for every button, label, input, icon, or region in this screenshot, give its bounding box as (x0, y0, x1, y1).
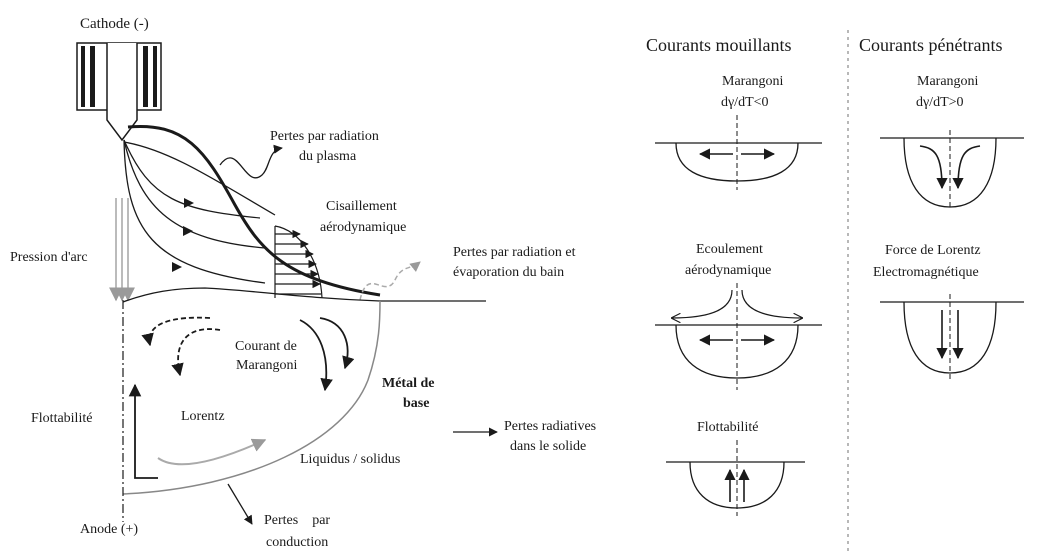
marangoni-pos-label-2: dγ/dT>0 (916, 95, 964, 110)
arc-pressure-label: Pression d'arc (10, 250, 88, 265)
lorentz-force-diagram: Force de Lorentz Electromagnétique (873, 243, 1024, 380)
base-metal-label-1: Métal de (382, 376, 434, 391)
marangoni-label-1: Courant de (235, 339, 297, 354)
lorentz-arrow (157, 438, 267, 466)
lorentz-label: Lorentz (181, 409, 225, 424)
lorentz-force-label-1: Force de Lorentz (885, 243, 981, 258)
anode-label: Anode (+) (80, 522, 138, 537)
marangoni-neg-label-2: dγ/dT<0 (721, 95, 769, 110)
shear-label-1: Cisaillement (326, 199, 397, 214)
aero-flow-diagram: Ecoulement aérodynamique (655, 242, 822, 390)
radiation-bath-label-2: évaporation du bain (453, 265, 564, 280)
left-diagram: Cathode (-) (10, 16, 596, 550)
conduction-label-1: Pertes par (264, 513, 330, 528)
radiation-plasma-arrow (219, 144, 283, 179)
aero-flow-label-1: Ecoulement (696, 242, 763, 257)
cathode-label: Cathode (-) (80, 16, 149, 32)
radiation-bath-label-1: Pertes par radiation et (453, 245, 576, 260)
cathode-electrode-icon (76, 42, 162, 142)
conduction-label-2: conduction (266, 535, 328, 550)
liquidus-solidus-boundary (122, 300, 381, 495)
marangoni-positive-diagram: Marangoni dγ/dT>0 (880, 74, 1024, 210)
lorentz-force-label-2: Electromagnétique (873, 265, 979, 280)
wetting-header: Courants mouillants (646, 35, 792, 55)
buoyancy-arrow (128, 383, 158, 479)
arc-pressure-arrows (109, 198, 135, 302)
marangoni-negative-diagram: Marangoni dγ/dT<0 (655, 74, 822, 190)
marangoni-pos-label-1: Marangoni (917, 74, 979, 89)
buoyancy-diagram: Flottabilité (666, 420, 805, 516)
marangoni-neg-label-1: Marangoni (722, 74, 784, 89)
plasma-flow-arrows (172, 198, 194, 272)
marangoni-label-2: Marangoni (236, 358, 298, 373)
pool-surface (122, 287, 486, 303)
marangoni-flow-arrows (141, 316, 355, 392)
liquidus-label: Liquidus / solidus (300, 452, 400, 467)
buoyancy-right-label: Flottabilité (697, 420, 758, 435)
buoyancy-label: Flottabilité (31, 411, 92, 426)
shear-label-2: aérodynamique (320, 220, 406, 235)
penetrating-header: Courants pénétrants (859, 35, 1002, 55)
radiative-solid-label-2: dans le solide (510, 439, 586, 454)
radiation-plasma-label-2: du plasma (299, 149, 357, 164)
radiation-plasma-label-1: Pertes par radiation (270, 129, 379, 144)
radiation-bath-arrow (359, 261, 421, 301)
aero-flow-label-2: aérodynamique (685, 263, 771, 278)
plasma-flow-lines (123, 139, 276, 284)
base-metal-label-2: base (403, 396, 429, 411)
conduction-arrow (227, 483, 253, 525)
radiative-solid-label-1: Pertes radiatives (504, 419, 596, 434)
